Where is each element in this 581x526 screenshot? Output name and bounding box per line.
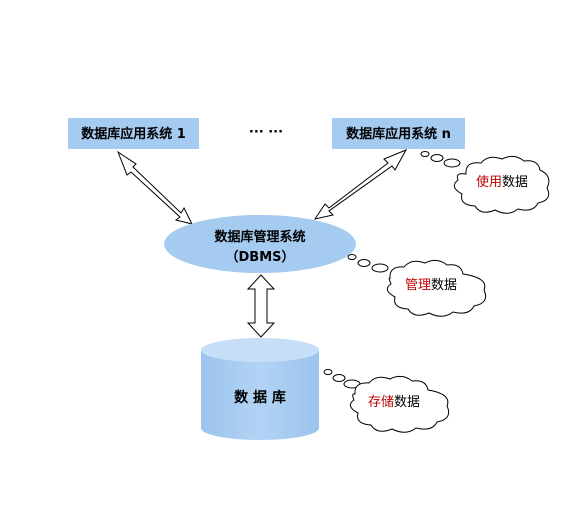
store-cloud-shape [349, 375, 450, 433]
arrow-appn-dbms [313, 149, 408, 220]
dbms-label-line1: 数据库管理系统 [214, 229, 305, 245]
use-data-highlight: 使用 [476, 174, 502, 190]
arrow-dbms-database [246, 274, 276, 338]
use-data-label: 使用数据 [476, 174, 528, 190]
dbms-label-line2: （DBMS） [226, 249, 295, 265]
database-label: 数 据 库 [234, 389, 286, 406]
store-data-thought-cloud: 存储数据 [323, 369, 450, 433]
store-data-rest: 数据 [394, 395, 420, 410]
arrow-app1-dbms [116, 150, 193, 225]
manage-bubble-dot-1 [347, 254, 357, 260]
app-system-1-node: 数据库应用系统 1 [68, 118, 199, 149]
app-system-n-box [332, 118, 465, 149]
store-bubble-dot-1 [323, 369, 333, 375]
manage-bubble-dot-2 [357, 259, 371, 267]
app-system-1-label: 数据库应用系统 1 [81, 126, 186, 142]
use-bubble-dot-3 [443, 158, 461, 168]
dbms-node: 数据库管理系统 （DBMS） [164, 215, 356, 273]
use-bubble-dot-1 [420, 151, 430, 157]
app-system-n-label: 数据库应用系统 n [346, 126, 451, 142]
database-node: 数 据 库 [201, 338, 319, 440]
dbms-ellipse [164, 215, 356, 273]
app-system-n-node: 数据库应用系统 n [332, 118, 465, 149]
use-cloud-shape [453, 155, 550, 214]
manage-cloud-shape [386, 259, 487, 317]
manage-data-highlight: 管理 [405, 278, 431, 293]
manage-bubble-dot-3 [371, 263, 389, 273]
manage-data-rest: 数据 [431, 278, 457, 293]
use-bubble-dot-2 [430, 154, 444, 162]
manage-data-label: 管理数据 [405, 278, 457, 293]
database-cylinder-body [201, 350, 319, 440]
manage-data-thought-cloud: 管理数据 [347, 254, 487, 317]
store-bubble-dot-2 [332, 374, 346, 382]
ellipsis-text: ··· ··· [249, 125, 283, 140]
store-data-label: 存储数据 [368, 395, 420, 410]
use-data-thought-cloud: 使用数据 [420, 151, 550, 214]
store-data-highlight: 存储 [368, 395, 394, 410]
use-data-rest: 数据 [502, 175, 528, 190]
app-system-1-box [68, 118, 199, 149]
database-cylinder-top [201, 338, 319, 362]
